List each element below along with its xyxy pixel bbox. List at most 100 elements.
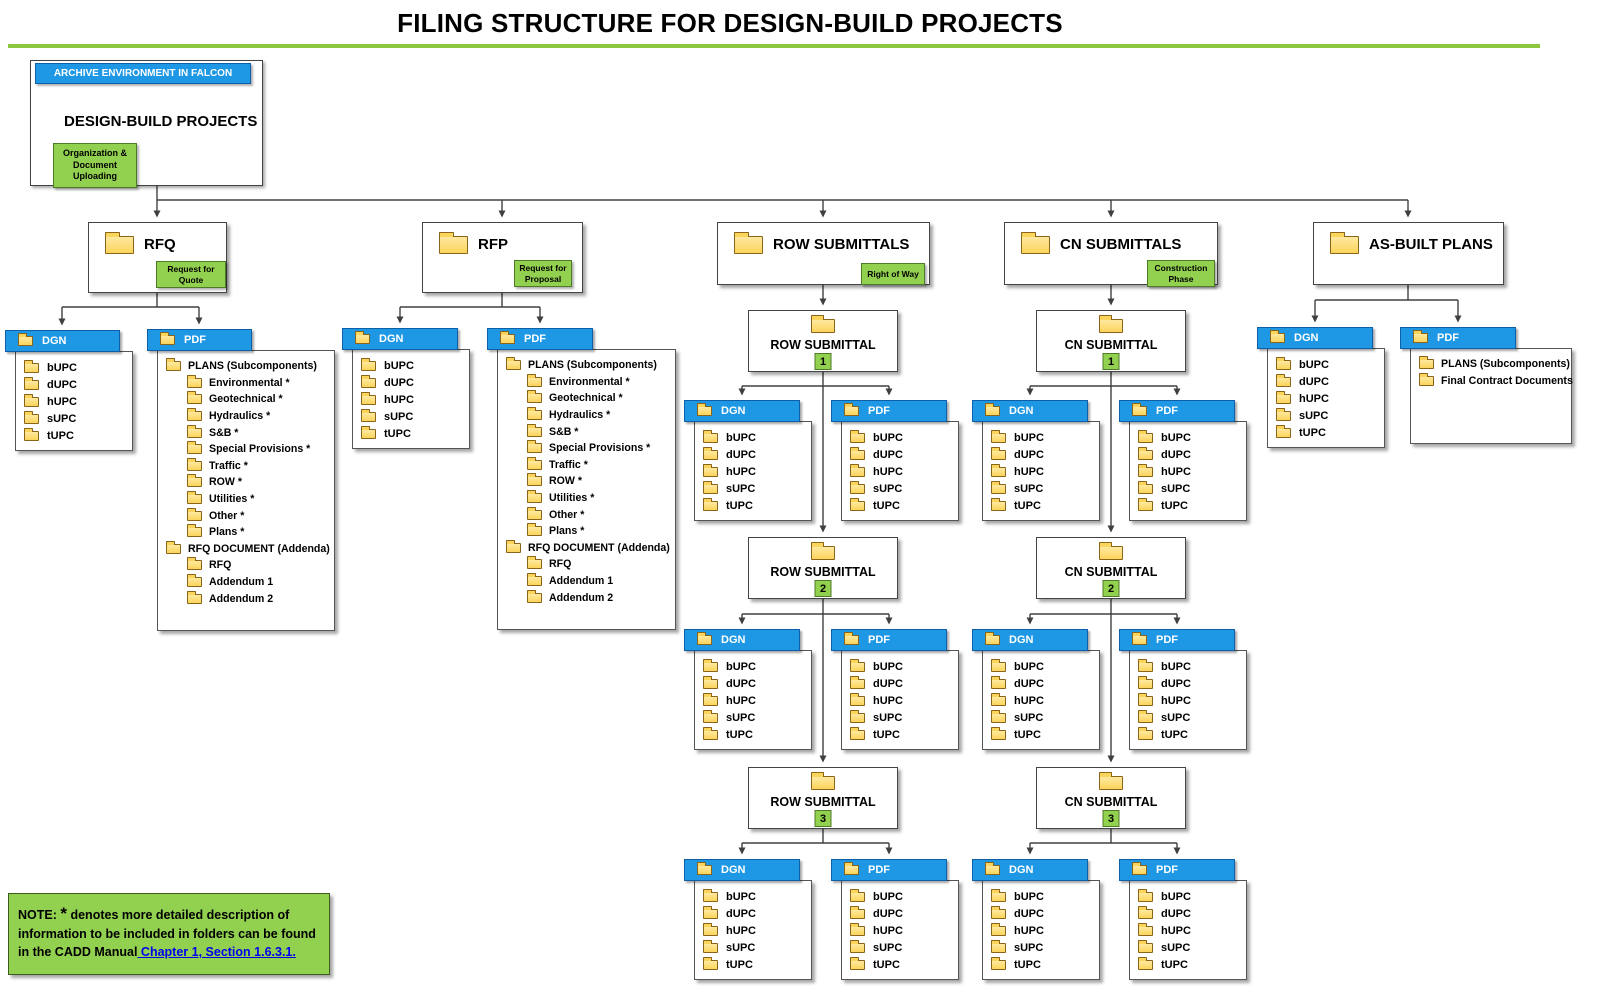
folder-icon	[24, 359, 39, 373]
folder-item-label: tUPC	[1014, 958, 1041, 971]
branch-rfq: RFQ Request for Quote	[88, 222, 227, 293]
rfq-doc-folder-list: RFQ Addendum 1 Addendum 2	[506, 556, 670, 606]
folder-icon	[105, 232, 134, 254]
folder-item-label: PLANS (Subcomponents)	[528, 359, 657, 372]
folder-item: dUPC	[991, 446, 1094, 463]
note-text: denotes more detailed description of inf…	[18, 908, 316, 959]
cn-submittal-3: CN SUBMITTAL 3	[1036, 767, 1186, 829]
upc-folder-list: bUPC dUPC hUPC sUPC	[1138, 888, 1241, 973]
folder-item-label: dUPC	[1161, 677, 1191, 690]
folder-item-label: Other *	[209, 509, 245, 522]
folder-item-label: tUPC	[726, 728, 753, 741]
folder-icon	[811, 315, 835, 333]
folder-icon	[187, 557, 202, 571]
folder-icon	[187, 441, 202, 455]
folder-item-label: hUPC	[1161, 924, 1191, 937]
folder-icon	[187, 474, 202, 488]
folder-icon	[527, 589, 542, 603]
pdf-header-label: PDF	[1437, 332, 1459, 344]
folder-icon	[1419, 356, 1434, 370]
folder-item-label: tUPC	[1161, 728, 1188, 741]
branch-as-built-plans: AS-BUILT PLANS	[1313, 222, 1504, 285]
folder-icon	[991, 675, 1006, 689]
folder-icon	[991, 658, 1006, 672]
dgn-header-label: DGN	[42, 335, 67, 347]
folder-icon	[850, 905, 865, 919]
folder-icon	[18, 333, 33, 346]
branch-title: CN SUBMITTALS	[1060, 236, 1182, 253]
folder-icon	[527, 390, 542, 404]
folder-item-label: Utilities *	[549, 492, 595, 505]
folder-icon	[1138, 888, 1153, 902]
upc-folder-list: bUPC dUPC hUPC sUPC	[703, 888, 806, 973]
folder-icon	[527, 556, 542, 570]
folder-item: tUPC	[991, 497, 1094, 514]
submittal-number-badge: 1	[814, 353, 832, 370]
folder-icon	[1413, 330, 1428, 343]
folder-item: dUPC	[850, 905, 953, 922]
folder-item-label: Environmental *	[549, 375, 630, 388]
folder-icon	[850, 497, 865, 511]
folder-item-label: tUPC	[384, 427, 411, 440]
folder-icon	[187, 424, 202, 438]
folder-icon	[811, 542, 835, 560]
folder-item-label: RFQ	[549, 558, 572, 571]
pdf-header-label: PDF	[868, 864, 890, 876]
folder-item: tUPC	[991, 956, 1094, 973]
folder-item-label: dUPC	[1014, 448, 1044, 461]
dgn-body: bUPC dUPC hUPC sUPC	[694, 650, 812, 750]
folder-item-label: hUPC	[1014, 465, 1044, 478]
upc-folder-list: bUPC dUPC hUPC sUPC	[703, 658, 806, 743]
folder-item-label: dUPC	[1014, 677, 1044, 690]
dgn-header-label: DGN	[721, 405, 746, 417]
folder-icon	[991, 692, 1006, 706]
folder-item: Hydraulics *	[187, 408, 329, 425]
dgn-header-label: DGN	[721, 864, 746, 876]
folder-icon	[1138, 675, 1153, 689]
branch-tag: Request for Quote	[156, 261, 226, 289]
folder-item-label: sUPC	[1014, 482, 1044, 495]
folder-icon	[1138, 709, 1153, 723]
folder-item-label: tUPC	[47, 429, 74, 442]
folder-item: tUPC	[1138, 726, 1241, 743]
branch-tag: Right of Way	[861, 263, 925, 285]
folder-item-label: bUPC	[1014, 431, 1044, 444]
dgn-header: DGN	[684, 859, 800, 881]
folder-item: tUPC	[24, 427, 127, 444]
folder-icon	[734, 232, 763, 254]
plans-folder-list: Environmental * Geotechnical * Hydraulic…	[166, 374, 329, 541]
folder-item: bUPC	[1138, 658, 1241, 675]
dgn-body: bUPC dUPC hUPC sUPC	[982, 650, 1100, 750]
folder-item: tUPC	[703, 497, 806, 514]
folder-item: dUPC	[1138, 905, 1241, 922]
folder-icon	[850, 888, 865, 902]
branch-tag: Request for Proposal	[514, 260, 572, 288]
folder-item: bUPC	[361, 357, 464, 374]
row-submittal-1: ROW SUBMITTAL 1	[748, 310, 898, 372]
submittal-title: CN SUBMITTAL	[1064, 338, 1158, 352]
folder-item-label: RFQ	[209, 559, 232, 572]
submittal-number-badge: 2	[1102, 580, 1120, 597]
folder-item-label: tUPC	[1299, 426, 1326, 439]
folder-item-label: dUPC	[1161, 907, 1191, 920]
upc-folder-list: bUPC dUPC hUPC sUPC	[1138, 429, 1241, 514]
upc-folder-list: bUPC dUPC hUPC sUPC	[991, 888, 1094, 973]
folder-item: bUPC	[1276, 356, 1379, 373]
folder-icon	[1132, 403, 1147, 416]
folder-icon	[187, 590, 202, 604]
folder-icon	[24, 410, 39, 424]
folder-item: bUPC	[991, 429, 1094, 446]
folder-icon	[991, 726, 1006, 740]
folder-item-label: bUPC	[384, 359, 414, 372]
folder-icon	[527, 456, 542, 470]
folder-item-label: bUPC	[1014, 890, 1044, 903]
note-label: NOTE:	[18, 908, 57, 922]
folder-icon	[850, 429, 865, 443]
cadd-manual-link[interactable]: Chapter 1, Section 1.6.3.1.	[137, 944, 296, 959]
folder-icon	[1276, 390, 1291, 404]
submittal-title: ROW SUBMITTAL	[770, 338, 876, 352]
folder-item-label: S&B *	[209, 426, 239, 439]
upc-folder-list: bUPC dUPC hUPC sUPC	[361, 357, 464, 442]
folder-item: Hydraulics *	[527, 407, 670, 424]
